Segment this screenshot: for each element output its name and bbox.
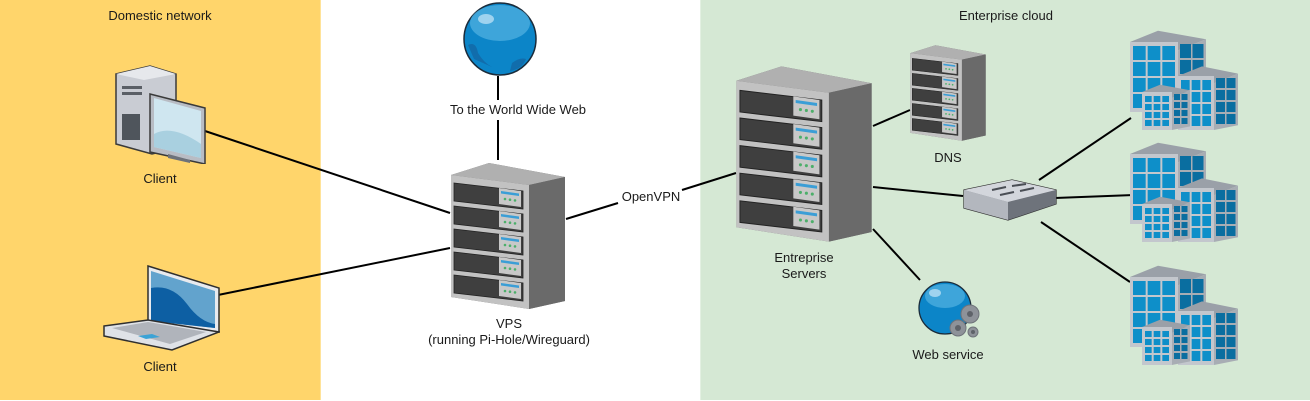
office-buildings-icon xyxy=(1130,265,1238,365)
server-rack-icon xyxy=(910,45,986,141)
link-laptop-vps xyxy=(217,247,451,296)
client-laptop-node[interactable] xyxy=(102,264,222,354)
link-servers-webservice xyxy=(872,228,921,281)
link-servers-switch xyxy=(872,186,964,197)
client-desktop-label: Client xyxy=(143,171,177,186)
link-desktop-vps xyxy=(204,130,451,214)
web-service-globe-gears-icon xyxy=(918,281,980,338)
web-service-node[interactable] xyxy=(918,280,982,342)
desktop-computer-icon xyxy=(115,65,206,165)
office-buildings-icon xyxy=(1130,30,1238,130)
link-vps-vpn-b xyxy=(681,172,737,191)
office-buildings-node-1[interactable] xyxy=(1128,30,1240,132)
link-switch-office1 xyxy=(1038,117,1132,181)
client-desktop-node[interactable] xyxy=(112,64,208,165)
web-service-label: Web service xyxy=(912,347,984,362)
link-vps-vpn-a xyxy=(565,202,619,220)
server-rack-icon xyxy=(451,163,565,309)
link-switch-office3 xyxy=(1040,221,1131,283)
vps-label-line2: (running Pi-Hole/Wireguard) xyxy=(428,332,590,347)
www-label: To the World Wide Web xyxy=(441,102,595,118)
enterprise-servers-node[interactable] xyxy=(734,64,874,244)
network-switch-icon xyxy=(963,179,1057,221)
vps-label-line1: VPS xyxy=(495,316,522,331)
dns-label: DNS xyxy=(934,150,962,165)
office-buildings-icon xyxy=(1130,142,1238,242)
link-switch-office2 xyxy=(1054,194,1135,199)
laptop-icon xyxy=(103,264,222,351)
network-switch-node[interactable] xyxy=(962,178,1058,224)
client-laptop-label: Client xyxy=(143,359,177,374)
www-globe-node[interactable] xyxy=(462,1,538,77)
domestic-network-title: Domestic network xyxy=(108,8,212,23)
vps-server-node[interactable] xyxy=(449,161,567,311)
office-buildings-node-3[interactable] xyxy=(1128,265,1240,367)
enterprise-cloud-title: Enterprise cloud xyxy=(959,8,1053,23)
dns-server-node[interactable] xyxy=(909,44,987,142)
link-servers-dns xyxy=(872,109,911,127)
server-rack-icon xyxy=(736,66,872,242)
globe-icon xyxy=(463,2,537,76)
enterprise-servers-label-line2: Servers xyxy=(781,266,827,281)
office-buildings-node-2[interactable] xyxy=(1128,142,1240,244)
enterprise-servers-label-line1: Entreprise xyxy=(774,250,834,265)
openvpn-edge-label: OpenVPN xyxy=(621,189,681,204)
